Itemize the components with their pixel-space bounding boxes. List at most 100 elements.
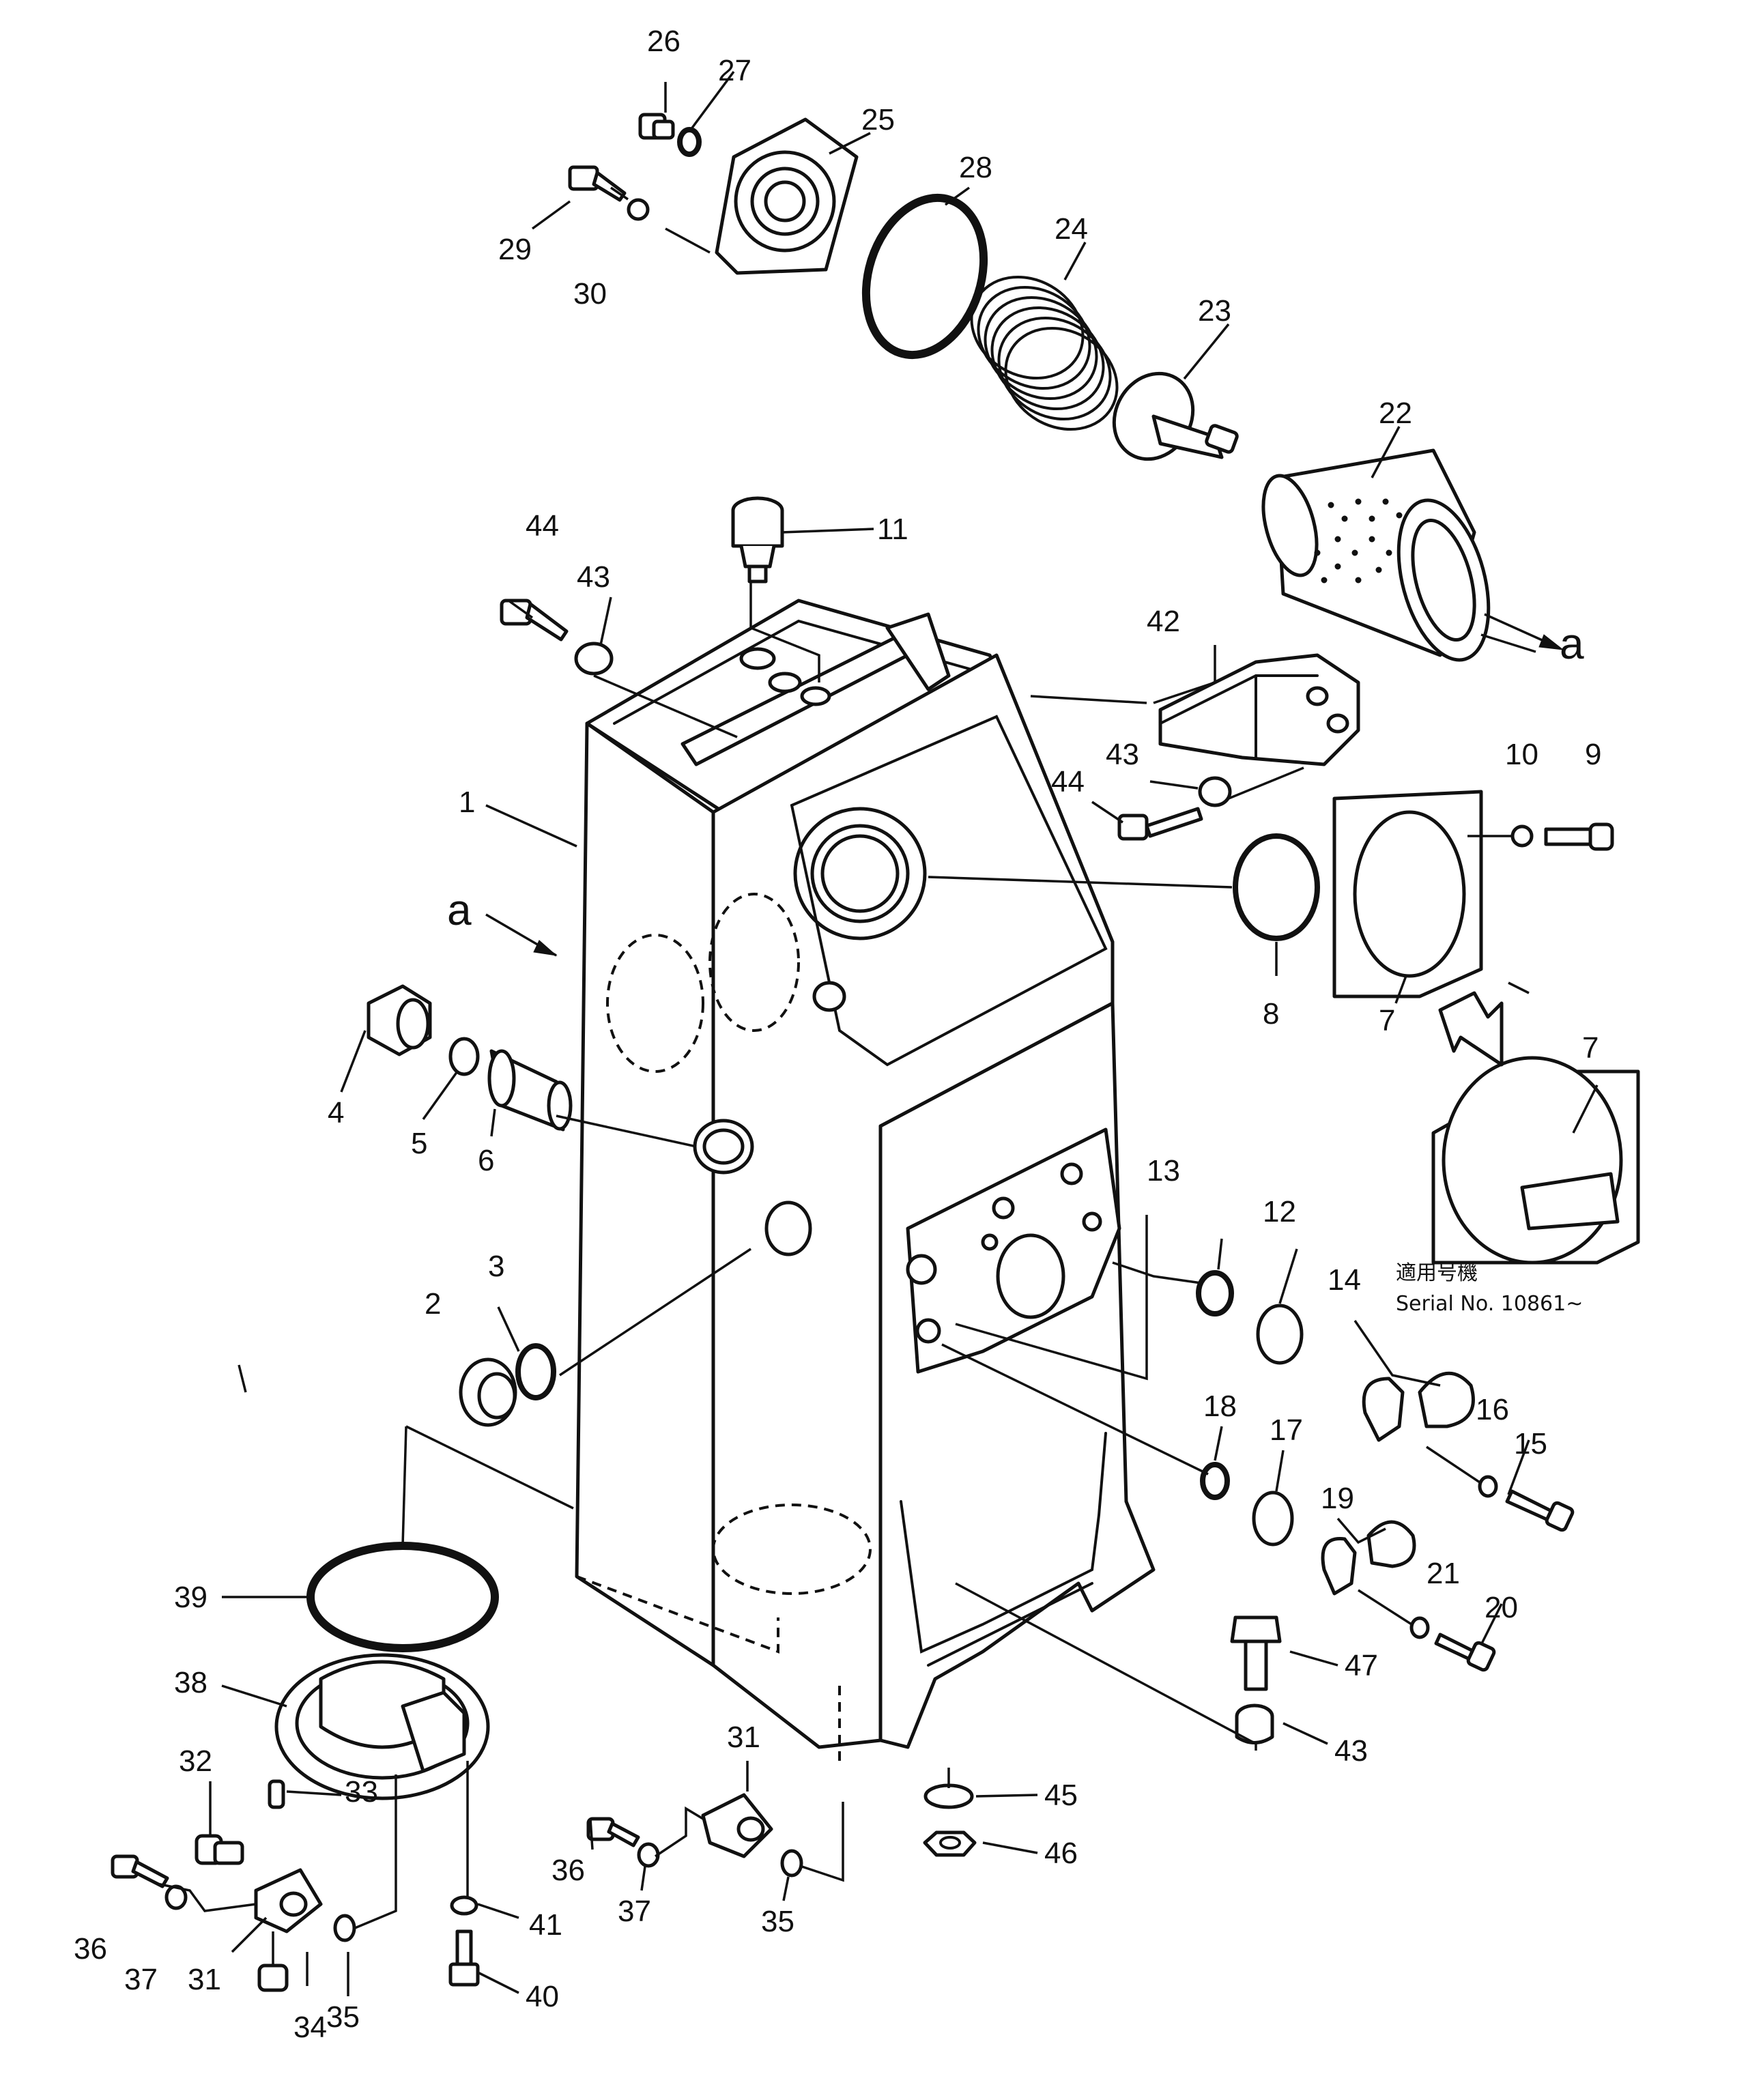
label-34: 34 xyxy=(293,2011,327,2044)
label-47: 47 xyxy=(1345,1649,1378,1682)
label-4: 4 xyxy=(328,1096,344,1130)
label-6: 6 xyxy=(478,1144,494,1177)
plug-4 xyxy=(367,984,432,1056)
pin-33 xyxy=(268,1779,285,1809)
serial-note-number: Serial No. 10861~ xyxy=(1396,1292,1583,1316)
pressure-switch-11 xyxy=(731,496,784,584)
label-42: 42 xyxy=(1147,605,1180,638)
bolt-29 xyxy=(568,165,627,202)
label-41: 41 xyxy=(529,1908,562,1942)
label-20: 20 xyxy=(1485,1591,1518,1624)
label-1: 1 xyxy=(459,786,475,819)
label-18: 18 xyxy=(1203,1390,1237,1423)
label-7: 7 xyxy=(1379,1004,1395,1037)
spacer-43-top xyxy=(574,642,614,676)
o-ring-3 xyxy=(515,1343,556,1400)
label-13: 13 xyxy=(1147,1154,1180,1188)
label-31-left: 31 xyxy=(188,1963,221,1996)
bolt-44-right xyxy=(1117,807,1203,841)
cover-7-detail xyxy=(1431,991,1640,1265)
spacer-43-right xyxy=(1198,776,1232,807)
label-44-right: 44 xyxy=(1051,765,1085,799)
label-7-detail: 7 xyxy=(1582,1031,1599,1065)
washer-41 xyxy=(450,1895,478,1916)
cover-38 xyxy=(274,1653,490,1800)
cover-25 xyxy=(715,117,859,275)
label-24: 24 xyxy=(1055,212,1088,246)
label-37-left: 37 xyxy=(124,1963,158,1996)
o-ring-39 xyxy=(306,1542,499,1652)
label-15: 15 xyxy=(1514,1427,1547,1461)
washer-21 xyxy=(1409,1616,1430,1639)
label-21: 21 xyxy=(1427,1557,1460,1590)
label-44-top: 44 xyxy=(526,509,559,543)
plug-32 xyxy=(195,1834,244,1865)
washer-37-left xyxy=(164,1884,188,1910)
o-ring-13 xyxy=(1196,1270,1234,1317)
label-11: 11 xyxy=(877,513,908,546)
o-ring-27 xyxy=(677,127,702,157)
label-view-a-left: a xyxy=(447,885,472,934)
label-22: 22 xyxy=(1379,397,1412,430)
transmission-case xyxy=(575,599,1156,1768)
view-arrow-right xyxy=(1484,613,1564,650)
view-arrow-left xyxy=(485,913,558,957)
o-ring-35-center xyxy=(780,1849,803,1878)
label-29: 29 xyxy=(498,233,532,266)
label-17: 17 xyxy=(1270,1413,1303,1447)
label-40: 40 xyxy=(526,1980,559,2013)
strainer-6 xyxy=(487,1049,573,1132)
washer-45 xyxy=(923,1783,974,1809)
washer-30 xyxy=(627,198,650,221)
label-35-left: 35 xyxy=(326,2000,360,2034)
bolt-44-top xyxy=(500,599,569,642)
elbow-31-left xyxy=(254,1868,323,1933)
washer-10 xyxy=(1510,824,1534,848)
plug-26 xyxy=(638,113,675,140)
bolt-47 xyxy=(1230,1615,1282,1691)
label-28: 28 xyxy=(959,151,992,184)
label-3: 3 xyxy=(488,1250,504,1283)
clamp-14 xyxy=(1362,1371,1475,1442)
label-37-center: 37 xyxy=(618,1895,651,1928)
o-ring-5 xyxy=(448,1037,480,1076)
plug-34 xyxy=(257,1964,289,1992)
clamp-19 xyxy=(1321,1520,1416,1596)
label-2: 2 xyxy=(425,1287,441,1321)
spring-24 xyxy=(970,275,1119,431)
label-23: 23 xyxy=(1198,294,1231,328)
washer-37-center xyxy=(637,1842,660,1868)
bolt-20 xyxy=(1434,1632,1496,1672)
label-26: 26 xyxy=(647,25,680,58)
label-36-left: 36 xyxy=(74,1932,107,1966)
label-43-top: 43 xyxy=(577,560,610,594)
washer-16 xyxy=(1478,1475,1498,1498)
o-ring-28 xyxy=(861,193,988,360)
o-ring-18 xyxy=(1200,1462,1230,1500)
nut-46 xyxy=(923,1830,977,1857)
label-46: 46 xyxy=(1044,1837,1078,1870)
label-31-center: 31 xyxy=(727,1721,760,1754)
label-43-bottom: 43 xyxy=(1334,1734,1368,1768)
label-5: 5 xyxy=(411,1127,427,1160)
bolt-15 xyxy=(1505,1489,1575,1532)
label-27: 27 xyxy=(718,54,751,87)
o-ring-35-left xyxy=(333,1914,356,1942)
label-8: 8 xyxy=(1263,997,1279,1031)
label-45: 45 xyxy=(1044,1779,1078,1812)
o-ring-8 xyxy=(1233,833,1320,941)
plug-12 xyxy=(1256,1304,1304,1365)
bolt-40 xyxy=(448,1929,480,1987)
label-36-center: 36 xyxy=(551,1854,585,1887)
elbow-31-center xyxy=(701,1793,773,1858)
plug-2 xyxy=(459,1357,517,1427)
label-38: 38 xyxy=(174,1666,207,1699)
valve-23 xyxy=(1112,371,1239,461)
bracket-42 xyxy=(1158,653,1360,766)
label-32: 32 xyxy=(179,1744,212,1778)
cover-7 xyxy=(1332,790,1483,998)
label-25: 25 xyxy=(861,103,895,136)
label-35-center: 35 xyxy=(761,1905,794,1938)
